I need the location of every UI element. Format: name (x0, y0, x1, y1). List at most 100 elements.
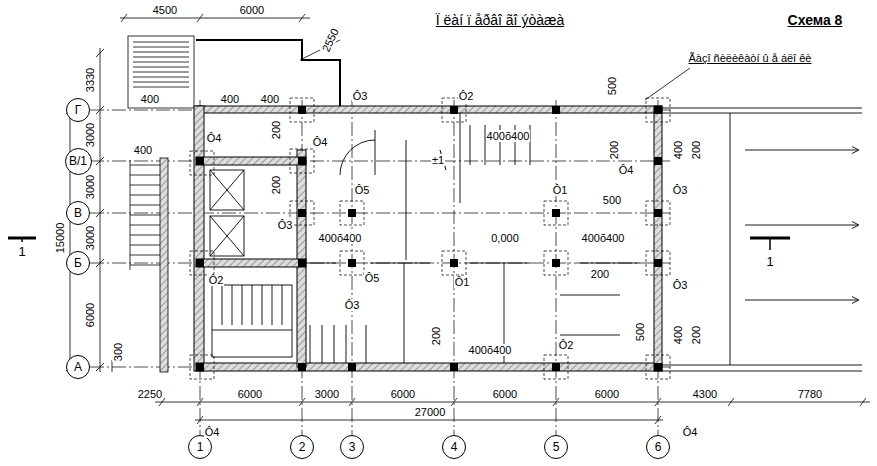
interior-part (210, 216, 244, 256)
dimension-label: Ô5 (354, 184, 371, 196)
axis-bubble: 4 (442, 435, 466, 459)
dimension-label: Ô3 (344, 299, 361, 311)
dimension-label: 400 (133, 144, 153, 156)
columns-part (552, 106, 560, 114)
stair-outside-part (160, 158, 168, 372)
axis-bubble: 5 (544, 435, 568, 459)
dimension-label: 6000 (239, 4, 265, 16)
dimension-lines (66, 14, 870, 424)
columns-part (552, 363, 560, 371)
dimension-label: 6000 (237, 388, 263, 400)
dimension-label: 200 (608, 140, 620, 160)
walls-part (196, 363, 662, 371)
axis-label: 5 (553, 441, 560, 454)
axis-label: В/1 (69, 155, 87, 168)
dimension-label: 6000 (84, 302, 96, 328)
stair-outside-part (196, 40, 340, 106)
dimension-label: Ô1 (552, 184, 569, 196)
dimension-label: 4300 (692, 388, 718, 400)
walls-part (196, 106, 662, 113)
dimension-label: 400õ400 (581, 232, 626, 244)
columns-part (450, 259, 458, 267)
axis-bubble: А (66, 355, 90, 379)
column-mark-frames-part (190, 251, 214, 275)
dimension-label: Ô3 (672, 279, 689, 291)
columns-part (196, 259, 204, 267)
axis-bubble: 2 (290, 435, 314, 459)
interior-part (210, 170, 244, 210)
stair-outside-part (133, 42, 189, 87)
columns-part (298, 106, 306, 114)
column-mark-frames-part (340, 201, 364, 225)
column-mark-frames-part (190, 151, 214, 175)
dimension-label: 6000 (594, 388, 620, 400)
dimension-label: 400 (260, 93, 280, 105)
axis-label: Б (74, 257, 82, 270)
stair-outside (128, 36, 340, 372)
dimension-label: 15000 (54, 222, 66, 255)
columns-part (552, 259, 560, 267)
axis-lines-part (90, 161, 670, 162)
walls-part (196, 157, 306, 165)
dimension-label: 3000 (314, 388, 340, 400)
dimension-label: Ô3 (672, 184, 689, 196)
dimension-label: Ô4 (312, 136, 329, 148)
column-mark-frames-part (290, 201, 314, 225)
axis-bubble: В (66, 201, 90, 225)
dimension-label: 1 (765, 255, 774, 269)
axis-lines (90, 100, 670, 435)
interior-part (340, 130, 375, 175)
dimension-label: 300 (112, 342, 124, 362)
dimension-label: 2250 (137, 388, 163, 400)
stair-outside-part (128, 36, 194, 108)
interior-part (210, 216, 244, 256)
axis-lines-part (556, 100, 557, 435)
dimension-label: Ô4 (682, 426, 699, 438)
dimension-label: 7780 (797, 388, 823, 400)
plan-title: Ï ëàí ï åðâî ãî ýòàæà (436, 12, 564, 28)
interior-part (310, 325, 366, 363)
dimension-label: 200 (690, 140, 702, 160)
columns-part (298, 209, 306, 217)
columns-part (552, 209, 560, 217)
columns-part (196, 363, 204, 371)
column-mark-frames-part (190, 355, 214, 379)
interior-part (306, 263, 640, 264)
columns-part (196, 157, 204, 165)
dimension-label: Ô1 (454, 276, 471, 288)
axis-label: А (74, 361, 82, 374)
interior-part (212, 285, 292, 330)
dimension-label: Ô4 (206, 132, 223, 144)
walls (194, 106, 662, 371)
dimension-label: Ô3 (352, 90, 369, 102)
column-mark-frames-part (646, 355, 670, 379)
dimension-label: 500 (602, 194, 622, 206)
axis-label: 4 (451, 441, 458, 454)
axis-label: 2 (299, 441, 306, 454)
columns-part (348, 209, 356, 217)
stair-outside-part (130, 160, 160, 270)
axis-bubble: 1 (188, 435, 212, 459)
column-mark-frames-part (646, 251, 670, 275)
column-mark-frames-part (290, 149, 314, 173)
columns-part (298, 157, 306, 165)
dimension-label: Ô2 (208, 274, 225, 286)
dimension-label: 2550 (319, 25, 341, 54)
dimension-label: 4500 (152, 4, 178, 16)
column-mark-frames (190, 98, 670, 379)
dimension-lines-part (100, 48, 101, 372)
columns (196, 106, 662, 371)
axis-label: Г (75, 104, 82, 117)
dimension-lines-part (121, 14, 305, 22)
column-mark-frames-part (442, 251, 466, 275)
columns-part (450, 363, 458, 371)
dimension-label: 3330 (84, 67, 96, 93)
dimension-label: 200 (590, 268, 610, 280)
axis-label: 1 (197, 441, 204, 454)
dimension-label: 400õ400 (486, 130, 531, 142)
columns-part (450, 106, 458, 114)
dimension-label: 400 (140, 93, 160, 105)
dimension-label: Ô5 (364, 272, 381, 284)
material-note: Ãàçî ñèëèêàòí û å áëî êè (688, 52, 813, 64)
